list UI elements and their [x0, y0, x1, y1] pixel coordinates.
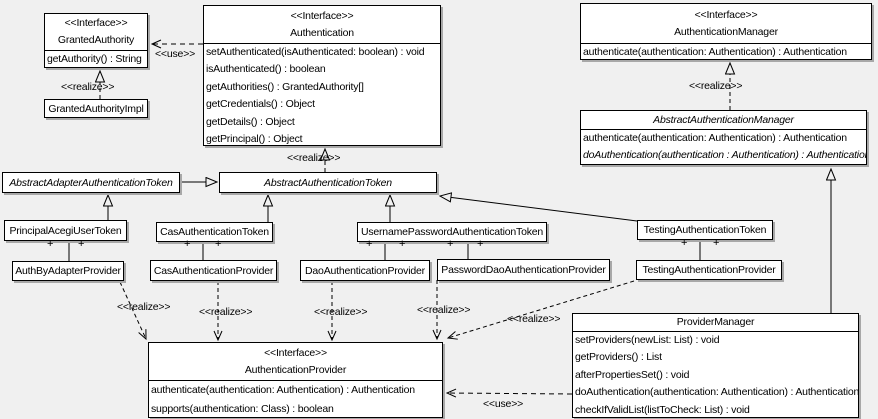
- class-abstract-authentication-token[interactable]: AbstractAuthenticationToken: [219, 172, 437, 193]
- class-abstract-adapter-authentication-token[interactable]: AbstractAdapterAuthenticationToken: [2, 172, 180, 193]
- use-edge-providermanager-authenticationprovider: [445, 388, 573, 398]
- realize-label: <<realize>>: [689, 80, 743, 92]
- realize-edge-testingprovider: [446, 280, 635, 340]
- class-password-dao-authentication-provider[interactable]: PasswordDaoAuthenticationProvider: [437, 259, 610, 281]
- use-label: <<use>>: [483, 398, 524, 410]
- stereotype-label: <<Interface>>: [290, 9, 354, 22]
- method-item: authenticate(authentication: Authenticat…: [151, 384, 415, 396]
- stereotype-label: <<Interface>>: [264, 346, 327, 359]
- class-auth-by-adapter-provider[interactable]: AuthByAdapterProvider: [12, 261, 124, 281]
- method-item: getAuthority() : String: [47, 53, 142, 65]
- class-name: DaoAuthenticationProvider: [305, 264, 425, 277]
- realize-label: <<realize>>: [417, 304, 471, 316]
- class-authentication-provider[interactable]: <<Interface>> AuthenticationProvider aut…: [148, 342, 443, 418]
- realize-edge-authbyadapterprovider: [119, 281, 147, 341]
- class-name: GrantedAuthority: [57, 34, 135, 46]
- class-cas-authentication-token[interactable]: CasAuthenticationToken: [156, 222, 273, 242]
- class-provider-manager[interactable]: ProviderManager setProviders(newList: Li…: [572, 313, 859, 418]
- class-testing-authentication-provider[interactable]: TestingAuthenticationProvider: [636, 260, 782, 280]
- method-item: getAuthorities() : GrantedAuthority[]: [206, 80, 364, 93]
- association-end-plus: +: [399, 238, 406, 250]
- class-name: GrantedAuthorityImpl: [48, 102, 144, 115]
- class-name: CasAuthenticationProvider: [153, 264, 274, 277]
- class-username-password-authentication-token[interactable]: UsernamePasswordAuthenticationToken: [357, 222, 547, 242]
- association-end-plus: +: [78, 238, 85, 250]
- method-item: authenticate(authentication: Authenticat…: [583, 132, 847, 144]
- class-name: PrincipalAcegiUserToken: [9, 224, 122, 237]
- method-item: supports(authentication: Class) : boolea…: [151, 403, 334, 415]
- class-name: ProviderManager: [676, 316, 755, 328]
- association-end-plus: +: [681, 237, 688, 249]
- association-end-plus: +: [713, 237, 720, 249]
- method-item: doAuthentication(authentication: Authent…: [575, 386, 858, 399]
- method-item: setAuthenticated(isAuthenticated: boolea…: [206, 46, 425, 58]
- class-name: AbstractAuthenticationManager: [653, 113, 794, 126]
- realize-label: <<realize>>: [287, 152, 341, 164]
- realize-label: <<realize>>: [199, 306, 253, 318]
- association-end-plus: +: [47, 238, 54, 250]
- class-granted-authority-impl[interactable]: GrantedAuthorityImpl: [44, 99, 148, 118]
- class-name: AuthenticationProvider: [244, 363, 347, 376]
- class-name: AbstractAuthenticationToken: [264, 176, 392, 189]
- method-item: getCredentials() : Object: [206, 98, 315, 111]
- association-end-plus: +: [366, 238, 373, 250]
- class-name: AuthByAdapterProvider: [15, 265, 121, 277]
- class-name: CasAuthenticationToken: [160, 226, 269, 238]
- class-principal-acegi-user-token[interactable]: PrincipalAcegiUserToken: [4, 220, 127, 241]
- realize-label: <<realize>>: [61, 81, 115, 93]
- method-item: getProviders() : List: [575, 351, 662, 364]
- class-name: UsernamePasswordAuthenticationToken: [360, 226, 544, 238]
- class-dao-authentication-provider[interactable]: DaoAuthenticationProvider: [300, 260, 430, 281]
- class-name: AuthenticationManager: [674, 25, 778, 38]
- class-cas-authentication-provider[interactable]: CasAuthenticationProvider: [150, 260, 277, 281]
- method-item: getDetails() : Object: [206, 115, 295, 128]
- realize-label: <<realize>>: [507, 313, 561, 325]
- method-item: authenticate(authentication: Authenticat…: [583, 46, 847, 58]
- class-name: AbstractAdapterAuthenticationToken: [9, 176, 173, 189]
- class-authentication-manager[interactable]: <<Interface>> AuthenticationManager auth…: [580, 3, 872, 60]
- method-item: doAuthentication(authentication : Authen…: [583, 149, 866, 162]
- association-end-plus: +: [477, 238, 484, 250]
- method-item: isAuthenticated() : boolean: [206, 63, 326, 76]
- class-testing-authentication-token[interactable]: TestingAuthenticationToken: [637, 220, 773, 240]
- method-item: getPrincipal() : Object: [206, 133, 303, 146]
- method-item: afterPropertiesSet() : void: [575, 368, 690, 381]
- gen-edge-testingtoken: [440, 196, 638, 222]
- class-name: Authentication: [290, 26, 354, 39]
- realize-label: <<realize>>: [314, 306, 368, 318]
- association-end-plus: +: [447, 238, 454, 250]
- association-end-plus: +: [215, 238, 222, 250]
- use-label: <<use>>: [155, 48, 196, 60]
- class-abstract-authentication-manager[interactable]: AbstractAuthenticationManager authentica…: [580, 110, 867, 165]
- class-name: PasswordDaoAuthenticationProvider: [441, 264, 606, 276]
- stereotype-label: <<Interface>>: [694, 8, 758, 21]
- realize-label: <<realize>>: [117, 301, 171, 313]
- method-item: setProviders(newList: List) : void: [575, 334, 720, 346]
- class-authentication[interactable]: <<Interface>> Authentication setAuthenti…: [203, 5, 441, 146]
- class-granted-authority[interactable]: <<Interface>> GrantedAuthority getAuthor…: [44, 13, 148, 68]
- stereotype-label: <<Interface>>: [64, 17, 128, 29]
- class-name: TestingAuthenticationToken: [643, 224, 767, 236]
- class-name: TestingAuthenticationProvider: [642, 264, 776, 276]
- method-item: checkIfValidList(listToCheck: List) : vo…: [575, 403, 750, 416]
- association-end-plus: +: [184, 238, 191, 250]
